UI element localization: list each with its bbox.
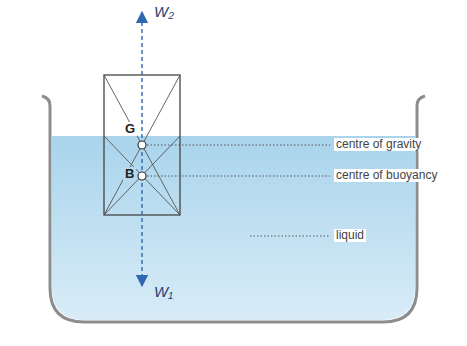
force-label: W₂ [152, 4, 176, 21]
callout-label: centre of gravity [334, 138, 423, 151]
callout-label: liquid [334, 229, 366, 242]
buoyancy-point [138, 172, 146, 180]
beaker [42, 96, 425, 322]
callout-label: centre of buoyancy [334, 169, 439, 182]
leader-lines [147, 145, 330, 236]
point-letter: G [123, 122, 137, 136]
gravity-point [138, 141, 146, 149]
weight-down-arrow [141, 176, 142, 286]
force-label: W₁ [152, 284, 175, 301]
liquid-body [52, 136, 415, 320]
line-of-action [141, 145, 142, 176]
point-letter: B [123, 167, 136, 181]
weight-up-arrow [141, 12, 142, 145]
